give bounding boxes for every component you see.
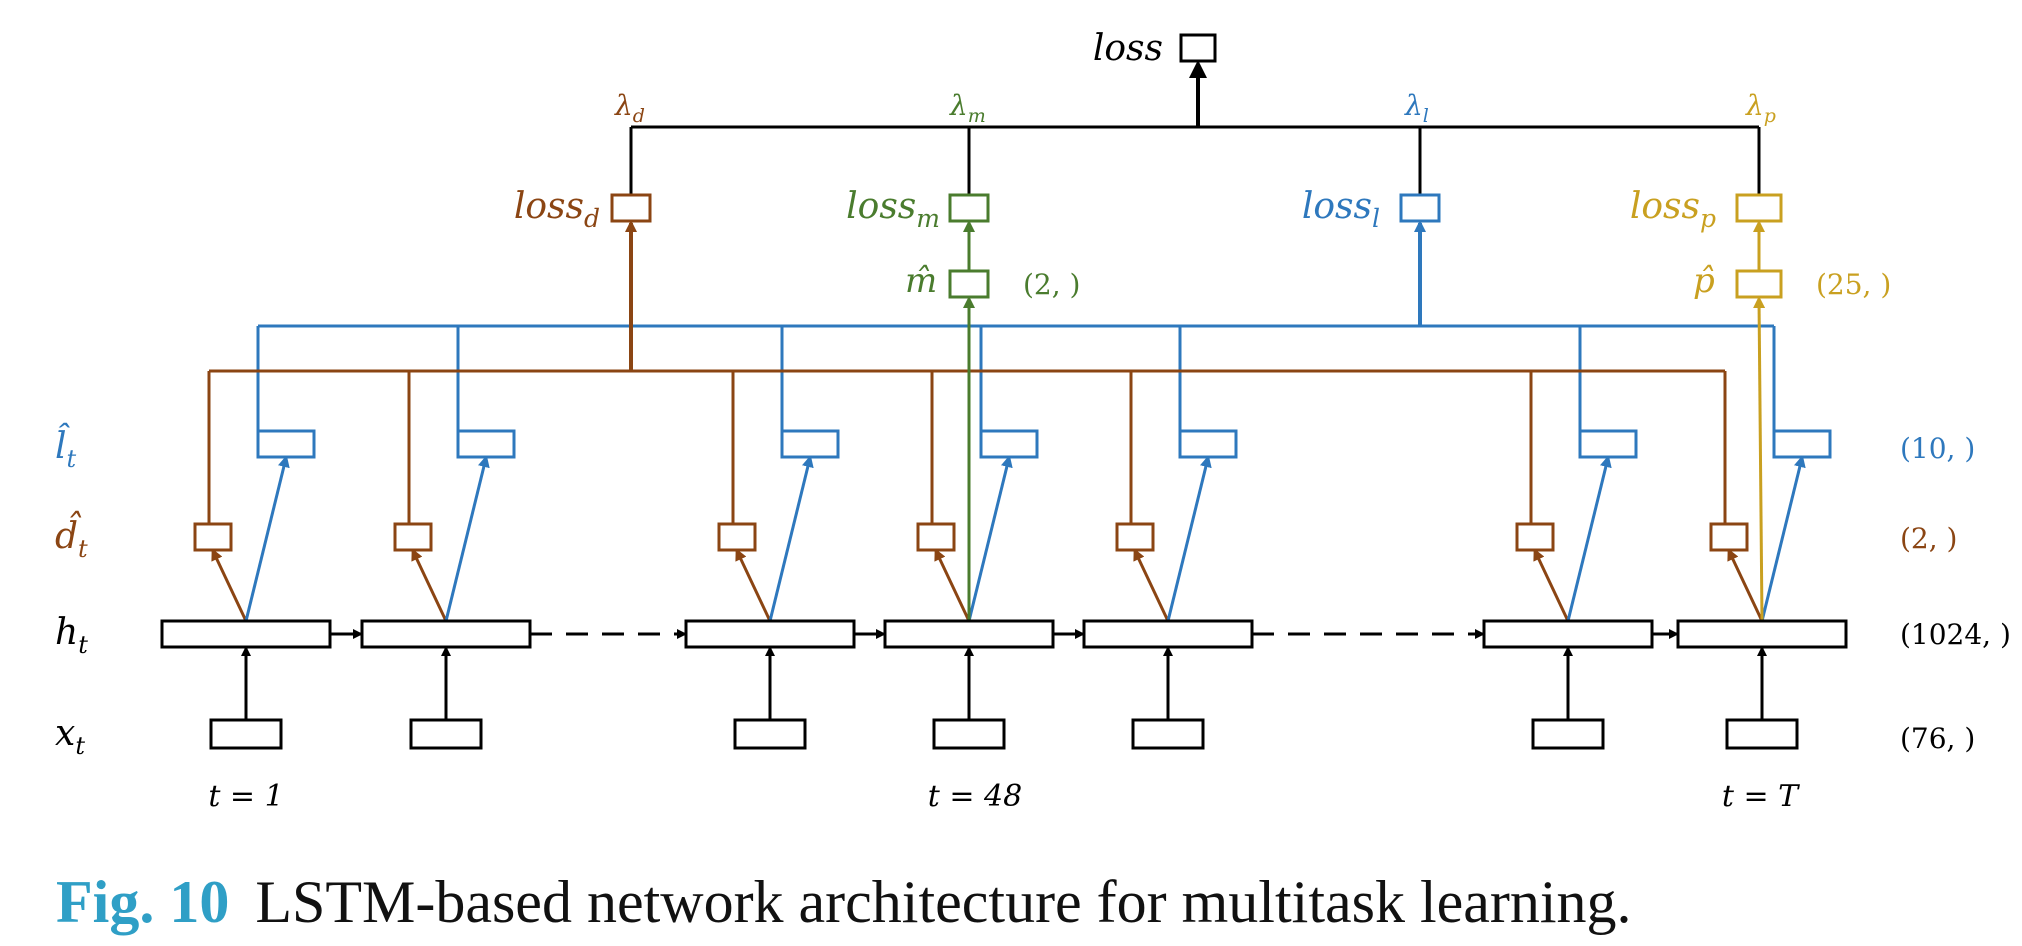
l-hat-box — [1772, 429, 1832, 459]
h-cell-box — [1676, 619, 1848, 649]
caption-text: LSTM-based network architecture for mult… — [255, 869, 1632, 935]
d-hat-box — [193, 522, 233, 552]
m-hat-dim: (2, ) — [1023, 268, 1080, 301]
h-cell-box — [1482, 619, 1654, 649]
l-hat-box — [780, 429, 840, 459]
h-to-d-arrow — [1533, 548, 1570, 622]
total-loss-label: loss — [1093, 28, 1163, 69]
h-cell-box — [684, 619, 856, 649]
l-hat-box — [456, 429, 516, 459]
figure-caption: Fig. 10 LSTM-based network architecture f… — [56, 868, 1632, 937]
l-hat-box — [979, 429, 1039, 459]
row-label-d: d̂t — [55, 511, 88, 563]
d-hat-box — [1515, 522, 1555, 552]
h-to-d-arrow — [1133, 548, 1170, 622]
x-input-box — [932, 718, 1006, 750]
h-to-p-hat-arrow — [1753, 296, 1766, 622]
h-to-d-arrow — [934, 548, 971, 622]
dim-l: (10, ) — [1900, 432, 1975, 465]
p-hat-label: p̂ — [1693, 261, 1715, 301]
row-label-l: l̂t — [55, 423, 77, 473]
h-to-l-arrow — [967, 455, 1013, 622]
h-to-d-arrow — [735, 548, 772, 622]
lambda-m: λm — [949, 89, 986, 127]
loss-l-box — [1399, 193, 1441, 223]
dim-d: (2, ) — [1900, 522, 1957, 555]
h-to-l-arrow — [244, 455, 290, 622]
m-hat-box — [948, 269, 990, 299]
x-input-box — [409, 718, 483, 750]
timestep-last: t = T — [1722, 779, 1800, 814]
h-cell-box — [160, 619, 332, 649]
total-loss-box — [1179, 33, 1217, 63]
timestep-first: t = 1 — [208, 779, 283, 814]
loss-l-label: lossl — [1302, 186, 1380, 233]
d-hat-box — [717, 522, 757, 552]
h-to-d-arrow — [411, 548, 448, 622]
boxes — [160, 33, 1848, 750]
h-to-l-arrow — [768, 455, 814, 622]
d-hat-box — [1709, 522, 1749, 552]
h-to-l-arrow — [1566, 455, 1612, 622]
x-input-box — [733, 718, 807, 750]
p-hat-box — [1735, 269, 1783, 299]
p-hat-dim: (25, ) — [1816, 268, 1891, 301]
dim-h: (1024, ) — [1900, 618, 2011, 651]
loss-p-box — [1735, 193, 1783, 223]
h-cell-box — [1082, 619, 1254, 649]
m-hat-label: m̂ — [905, 261, 937, 301]
lambda-l: λl — [1404, 89, 1429, 127]
h-cell-box — [883, 619, 1055, 649]
h-to-d-arrow — [211, 548, 248, 622]
d-hat-box — [916, 522, 956, 552]
x-input-box — [209, 718, 283, 750]
loss-d-box — [610, 193, 652, 223]
row-label-x: xt — [55, 713, 85, 760]
dim-x: (76, ) — [1900, 722, 1975, 755]
l-hat-box — [256, 429, 316, 459]
d-hat-box — [393, 522, 433, 552]
x-input-box — [1131, 718, 1205, 750]
h-cell-box — [360, 619, 532, 649]
l-hat-box — [1578, 429, 1638, 459]
figure-number: Fig. 10 — [56, 869, 230, 935]
h-to-l-arrow — [1760, 455, 1806, 622]
l-hat-box — [1178, 429, 1238, 459]
lambda-p: λp — [1745, 89, 1776, 127]
timestep-mid: t = 48 — [928, 779, 1022, 814]
x-input-box — [1531, 718, 1605, 750]
d-hat-box — [1115, 522, 1155, 552]
lambda-d: λd — [614, 89, 645, 127]
connection-lines — [207, 60, 1806, 720]
h-to-d-arrow — [1727, 548, 1764, 622]
loss-d-label: lossd — [514, 186, 600, 233]
loss-p-label: lossp — [1630, 186, 1716, 233]
h-to-l-arrow — [444, 455, 490, 622]
x-input-box — [1725, 718, 1799, 750]
loss-m-label: lossm — [846, 186, 940, 233]
row-label-h: ht — [55, 612, 88, 659]
loss-m-box — [948, 193, 990, 223]
h-to-l-arrow — [1166, 455, 1212, 622]
